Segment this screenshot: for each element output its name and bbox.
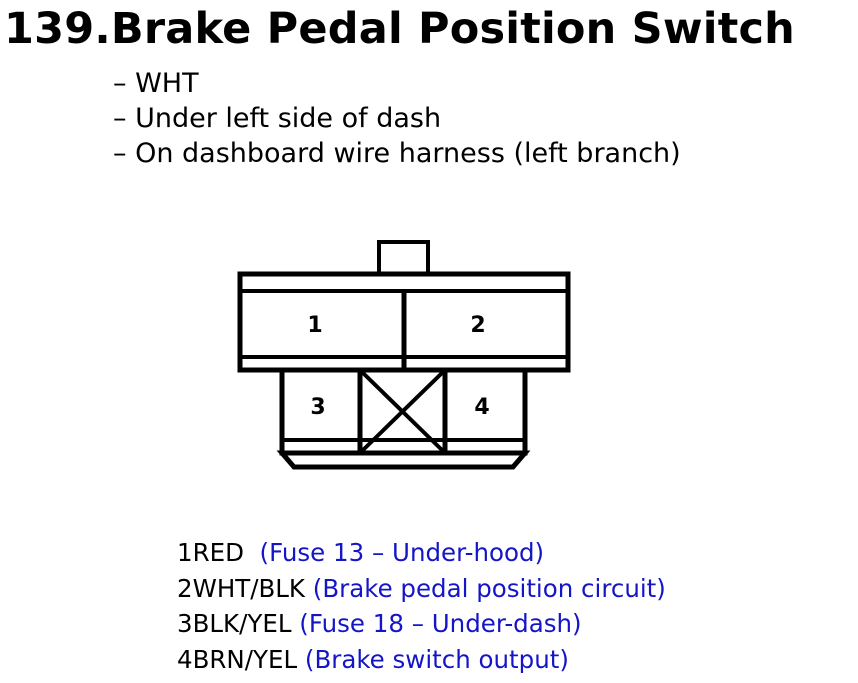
page-title: 139.Brake Pedal Position Switch [4, 4, 795, 54]
legend-wire: RED [192, 538, 244, 567]
legend-desc: (Fuse 13 – Under-hood) [259, 538, 545, 567]
bottom-flange [276, 450, 531, 470]
legend-desc: (Brake pedal position circuit) [312, 573, 666, 603]
pin-label-2: 2 [470, 313, 485, 338]
pin-label-4: 4 [474, 395, 489, 420]
legend-pin: 2 [177, 573, 193, 603]
legend-row-2: 2WHT/BLK (Brake pedal position circuit) [177, 571, 666, 607]
connector-notes: WHT Under left side of dash On dashboard… [113, 66, 681, 171]
pin-label-3: 3 [310, 395, 325, 420]
legend-row-3: 3BLK/YEL (Fuse 18 – Under-dash) [177, 606, 666, 642]
locking-tab [377, 240, 430, 276]
legend-wire: WHT/BLK [192, 573, 305, 603]
pin-legend: 1RED (Fuse 13 – Under-hood) 2WHT/BLK (Br… [177, 535, 666, 677]
legend-wire: BRN/YEL [192, 644, 298, 674]
legend-desc: (Fuse 18 – Under-dash) [299, 609, 582, 638]
legend-pin: 1 [177, 538, 193, 567]
note-color: WHT [113, 66, 681, 101]
legend-row-1: 1RED (Fuse 13 – Under-hood) [177, 535, 666, 571]
note-location: Under left side of dash [113, 101, 681, 136]
legend-pin: 3 [177, 609, 193, 638]
blocked-cavity-cross-b [360, 370, 445, 453]
legend-row-4: 4BRN/YEL (Brake switch output) [177, 642, 666, 678]
note-harness: On dashboard wire harness (left branch) [113, 136, 681, 171]
legend-pin: 4 [177, 644, 193, 674]
pin-label-1: 1 [307, 313, 322, 338]
legend-desc: (Brake switch output) [304, 644, 569, 674]
legend-wire: BLK/YEL [192, 609, 292, 638]
